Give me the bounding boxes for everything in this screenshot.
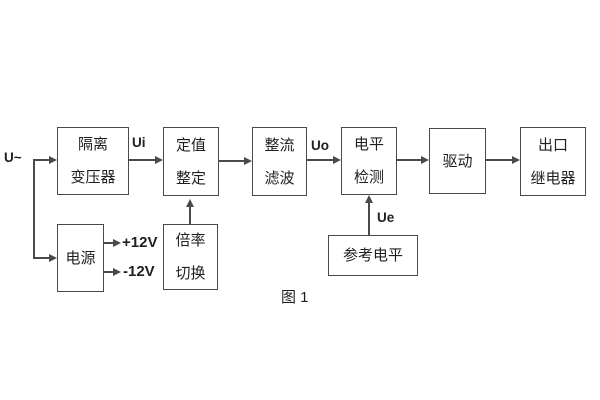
block-ratio-switch: 倍率 切换	[163, 224, 218, 290]
input-to-power-line	[33, 257, 50, 259]
transformer-to-setting-arrowhead-icon	[155, 156, 163, 164]
reference-to-level-line	[368, 202, 370, 235]
setting-to-rectifier-arrowhead-icon	[244, 157, 252, 165]
power-minus12v-line	[104, 271, 114, 273]
setting-to-rectifier-line	[219, 160, 244, 162]
reference-to-level-arrowhead-icon	[365, 195, 373, 203]
block-rectifier-filter-line1: 整流	[264, 136, 295, 154]
ratio-to-setting-line	[189, 206, 191, 224]
block-level-detector-line1: 电平	[353, 136, 384, 153]
input-signal-label: U~	[4, 150, 22, 165]
block-level-detector-line2: 检测	[353, 169, 384, 186]
rectifier-to-level-line	[307, 159, 333, 161]
block-reference-level-line1: 参考电平	[342, 247, 403, 264]
level-to-driver-line	[397, 159, 422, 161]
driver-to-relay-line	[486, 159, 512, 161]
block-output-relay-line1: 出口	[537, 136, 568, 154]
block-output-relay: 出口 继电器	[520, 127, 586, 196]
power-plus12v-arrowhead-icon	[113, 239, 121, 247]
block-output-relay-line2: 继电器	[530, 169, 576, 187]
uo-signal-label: Uo	[311, 138, 329, 153]
power-minus12v-arrowhead-icon	[113, 268, 121, 276]
input-to-power-arrowhead-icon	[49, 254, 57, 262]
ui-signal-label: Ui	[132, 135, 146, 150]
block-reference-level: 参考电平	[328, 235, 418, 276]
block-level-detector: 电平 检测	[341, 127, 397, 195]
driver-to-relay-arrowhead-icon	[512, 156, 520, 164]
block-ratio-switch-line1: 倍率	[175, 232, 206, 249]
block-isolation-transformer-line2: 变压器	[70, 169, 116, 186]
block-rectifier-filter: 整流 滤波	[252, 127, 307, 196]
ratio-to-setting-arrowhead-icon	[186, 199, 194, 207]
minus12v-label: -12V	[123, 263, 155, 280]
plus12v-label: +12V	[122, 234, 158, 251]
block-power-supply-line1: 电源	[65, 249, 96, 267]
block-driver: 驱动	[429, 128, 486, 194]
input-to-transformer-line	[33, 159, 50, 161]
block-power-supply: 电源	[57, 224, 104, 292]
block-ratio-switch-line2: 切换	[175, 265, 206, 282]
block-isolation-transformer: 隔离 变压器	[57, 127, 129, 195]
ue-signal-label: Ue	[377, 210, 395, 225]
input-trunk-line	[33, 159, 35, 259]
block-setpoint-setting: 定值 整定	[163, 127, 219, 196]
block-isolation-transformer-line1: 隔离	[77, 136, 108, 153]
figure-caption: 图 1	[281, 289, 309, 306]
rectifier-to-level-arrowhead-icon	[333, 156, 341, 164]
input-to-transformer-arrowhead-icon	[49, 156, 57, 164]
transformer-to-setting-line	[129, 159, 155, 161]
block-setpoint-setting-line1: 定值	[175, 136, 206, 154]
power-plus12v-line	[104, 242, 114, 244]
level-to-driver-arrowhead-icon	[421, 156, 429, 164]
block-driver-line1: 驱动	[442, 152, 473, 170]
block-rectifier-filter-line2: 滤波	[264, 169, 295, 187]
block-setpoint-setting-line2: 整定	[175, 169, 206, 187]
